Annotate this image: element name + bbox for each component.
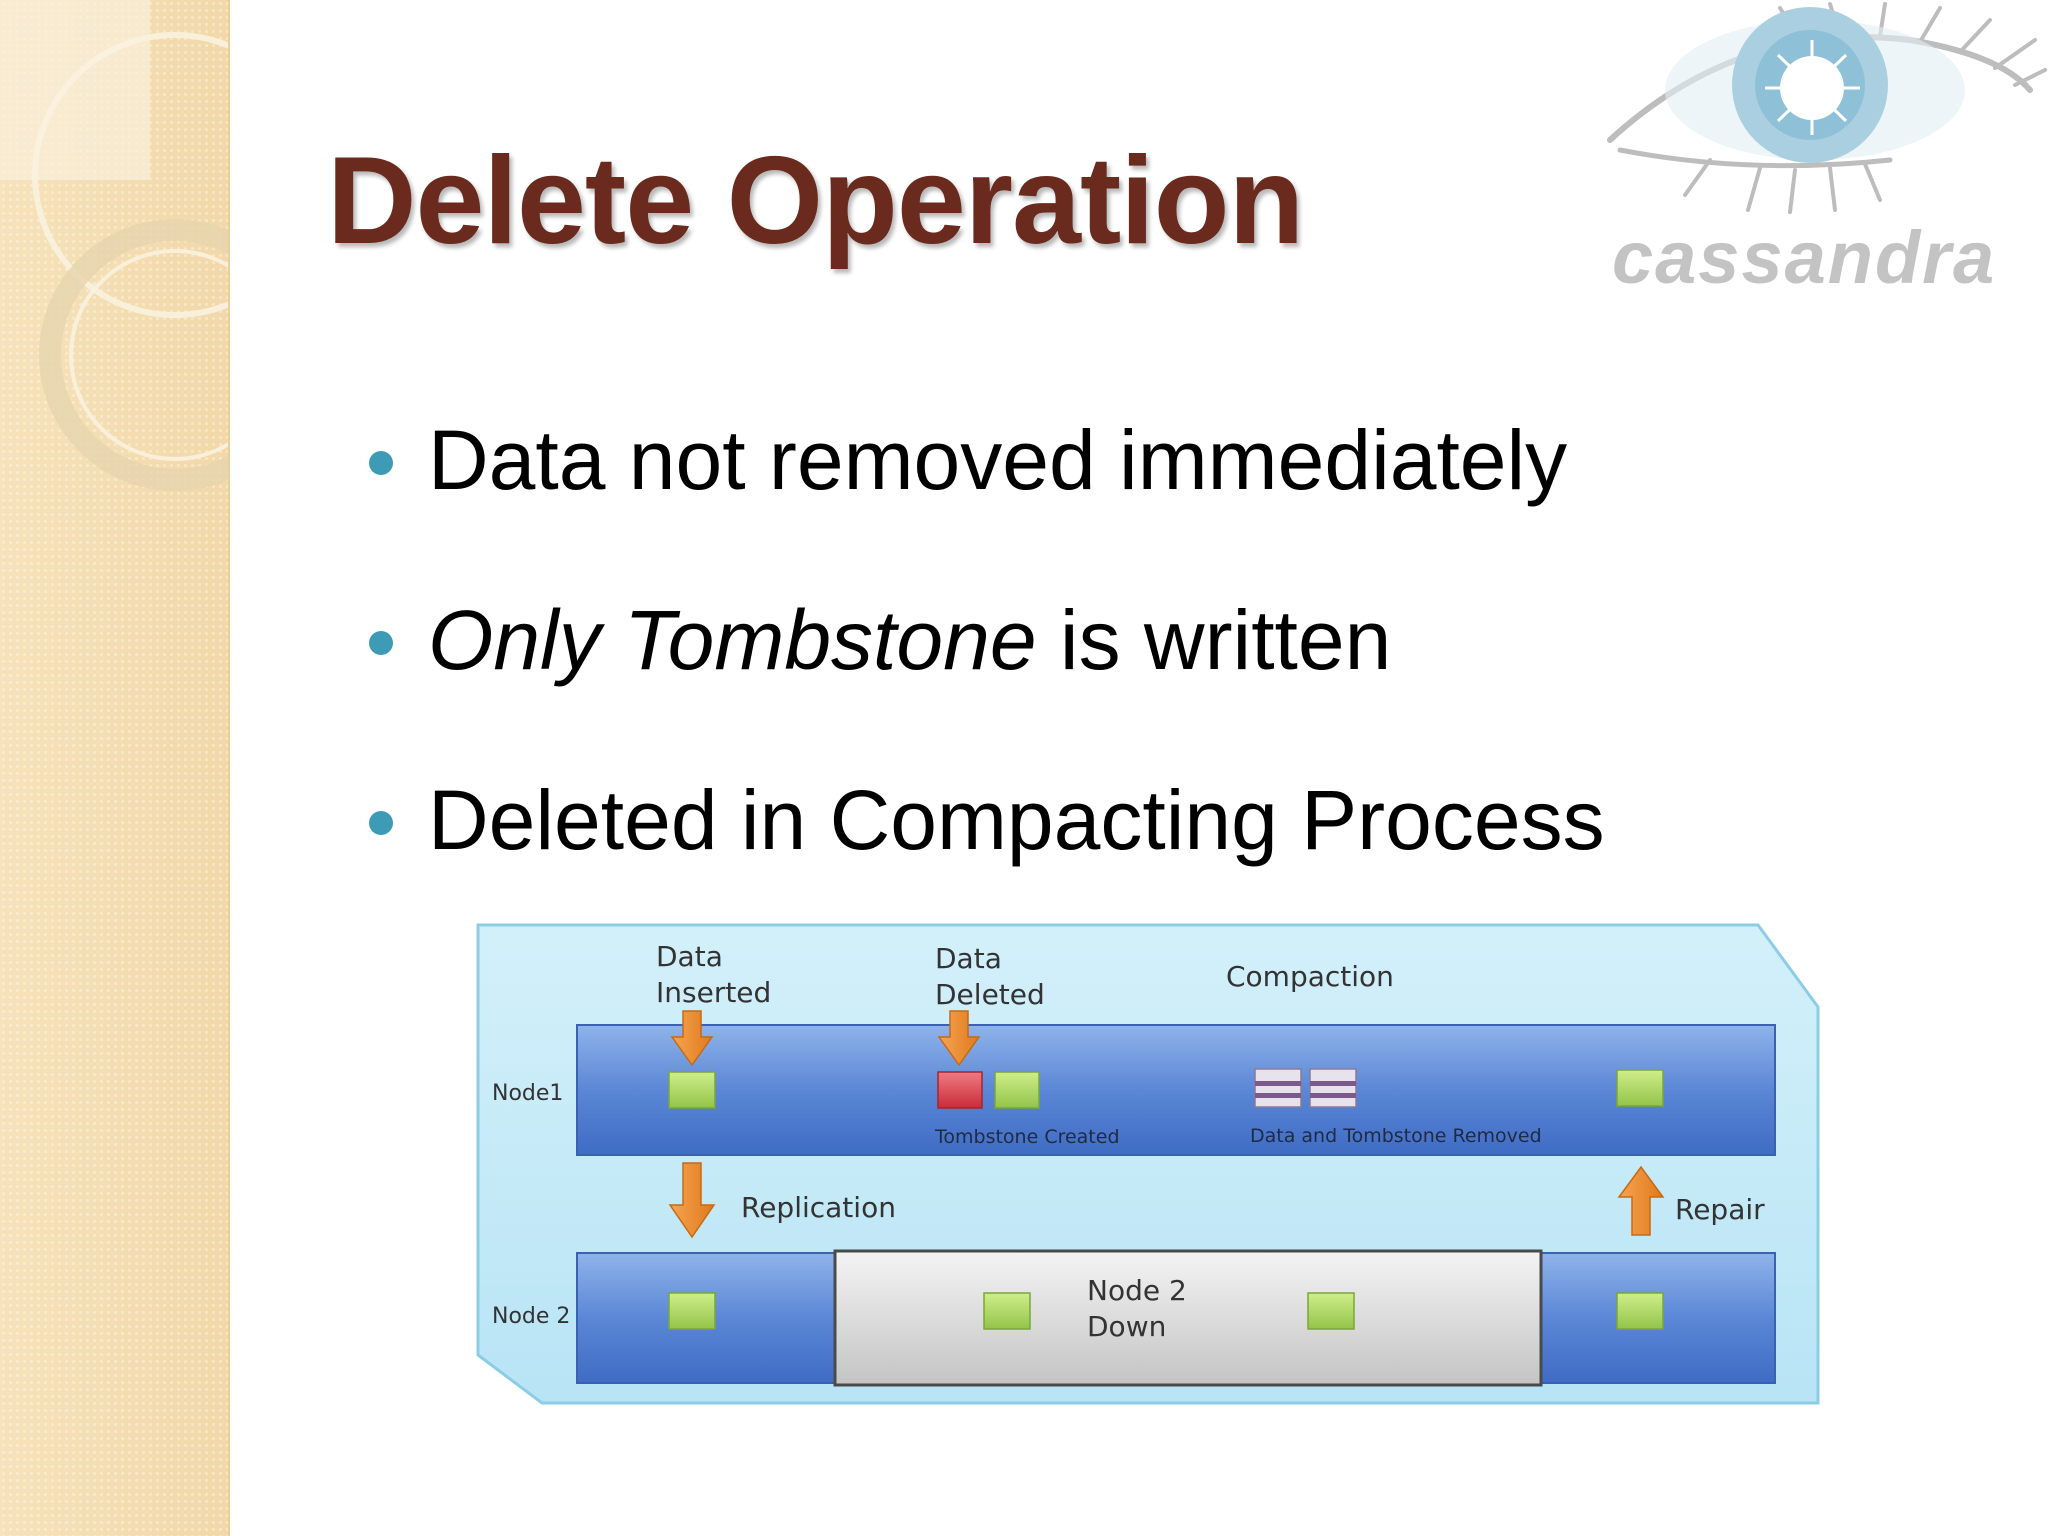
delete-arrow-icon	[937, 1010, 981, 1067]
compaction-label: Compaction	[1226, 960, 1394, 993]
insert-arrow-icon	[670, 1010, 714, 1067]
bullet-item: Only Tombstone is written	[360, 585, 1605, 765]
data-block	[983, 1292, 1031, 1330]
compaction-diagram: Data Inserted Data Deleted Compaction No…	[470, 915, 1830, 1415]
data-deleted-label: Data Deleted	[935, 942, 1045, 1012]
repair-arrow-icon	[1617, 1165, 1665, 1236]
bullet-text: Data not removed immediately	[428, 413, 1568, 507]
bullet-list: Data not removed immediately Only Tombst…	[360, 405, 1605, 945]
data-block	[668, 1071, 716, 1109]
data-block	[1616, 1292, 1664, 1330]
bullet-item: Deleted in Compacting Process	[360, 765, 1605, 945]
bullet-text: Deleted in Compacting Process	[428, 773, 1605, 867]
data-tombstone-removed-label: Data and Tombstone Removed	[1250, 1125, 1542, 1147]
sidebar-decoration	[0, 0, 230, 1536]
bullet-dot-icon	[369, 631, 393, 655]
data-block	[668, 1292, 716, 1330]
replication-label: Replication	[741, 1191, 896, 1224]
cassandra-eye-logo	[1607, 2, 2047, 214]
bullet-emphasis: Only Tombstone	[428, 593, 1037, 687]
node2-down-box	[833, 1249, 1543, 1387]
data-block	[994, 1071, 1040, 1109]
node2-down-label: Node 2 Down	[1087, 1274, 1187, 1344]
bullet-item: Data not removed immediately	[360, 405, 1605, 585]
bullet-dot-icon	[369, 451, 393, 475]
slide-title: Delete Operation	[327, 132, 1304, 270]
removed-blocks	[1254, 1068, 1357, 1108]
tombstone-created-label: Tombstone Created	[935, 1126, 1120, 1148]
diagram-graphics	[476, 923, 1820, 1405]
repair-label: Repair	[1675, 1193, 1765, 1226]
bullet-text: is written	[1036, 593, 1392, 687]
bullet-dot-icon	[369, 811, 393, 835]
data-block	[1616, 1069, 1664, 1107]
data-inserted-label: Data Inserted	[656, 940, 772, 1010]
tombstone-block	[937, 1071, 983, 1109]
node1-lane	[576, 1024, 1776, 1156]
cassandra-logo-text: cassandra	[1612, 216, 1997, 299]
replication-arrow-icon	[668, 1162, 716, 1239]
node2-label: Node 2	[492, 1304, 571, 1329]
sidebar-rings	[0, 0, 228, 491]
data-block	[1307, 1292, 1355, 1330]
node1-label: Node1	[492, 1081, 564, 1106]
